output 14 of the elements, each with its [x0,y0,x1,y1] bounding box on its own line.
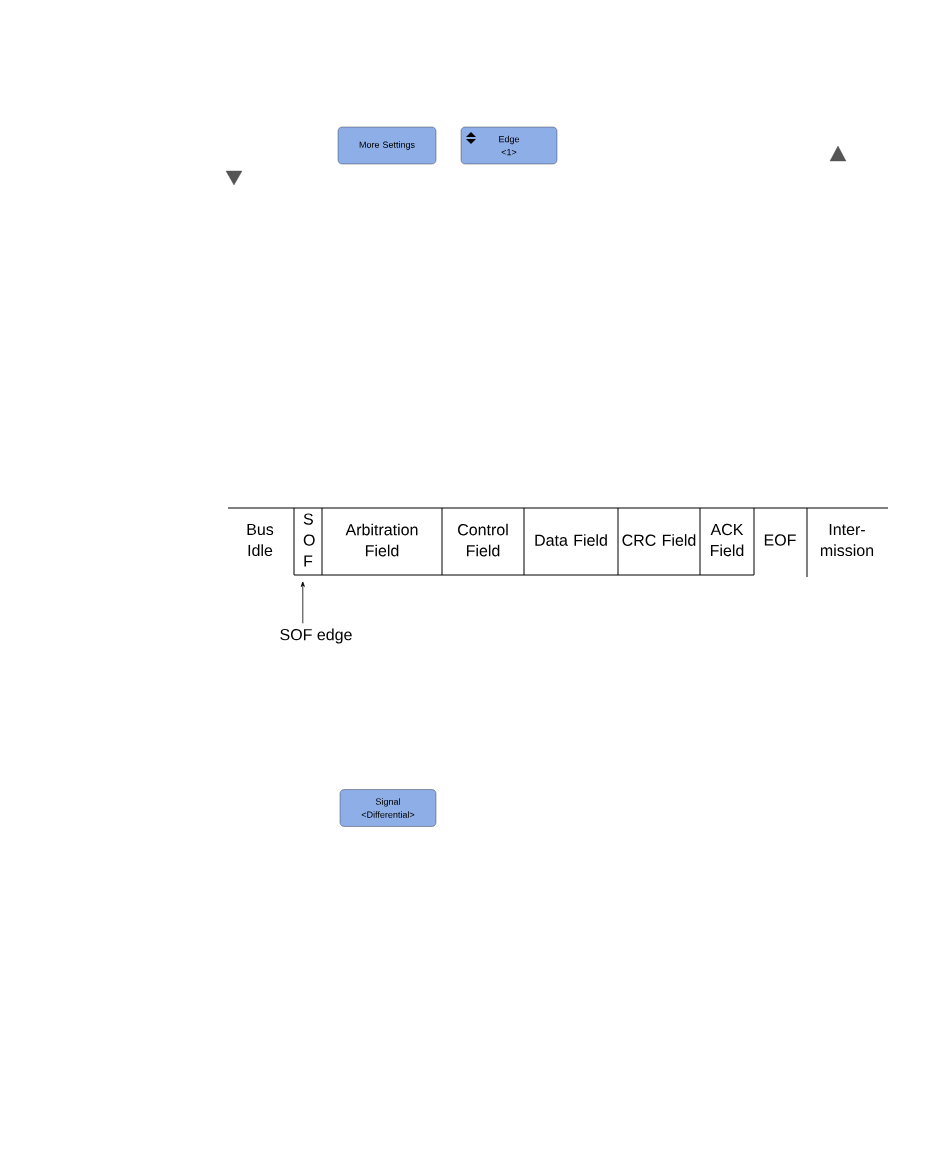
menu-button: Edge <1> [460,126,558,165]
frame-field: ACK Field [710,523,744,557]
menu-button: Signal <Differential> [339,789,437,827]
frame-field: CRC Field [622,534,696,546]
menu-button: More Settings [337,126,437,165]
frame-field: EOF [764,534,796,546]
frame-field: Inter- mission [820,523,874,557]
frame-field: Bus Idle [247,523,274,557]
arrow [300,581,305,624]
frame-field: Control Field [458,523,508,557]
edge-caption: SOF edge [280,628,352,644]
frame-field: S O F [303,513,315,567]
frame-field: Data Field [535,534,607,546]
frame-field: Arbitration Field [345,523,418,557]
